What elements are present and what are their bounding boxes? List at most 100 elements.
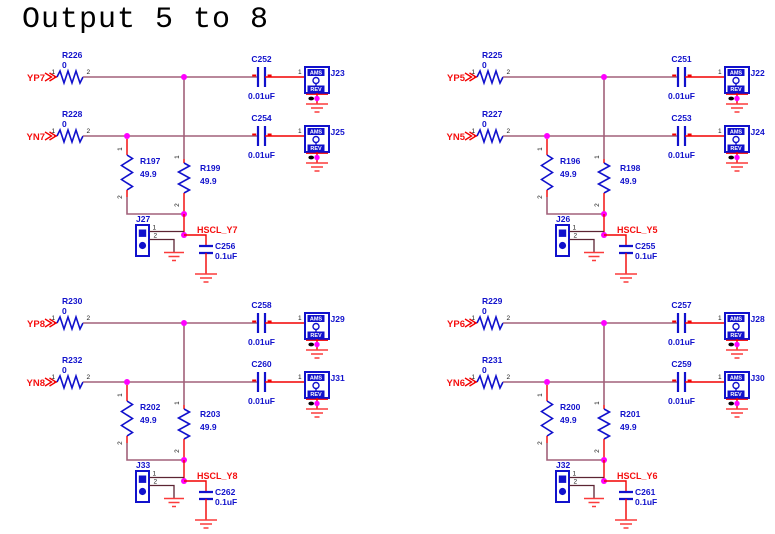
pin-number-label: 2 <box>154 233 158 240</box>
resistor-value-label: 0 <box>482 60 487 70</box>
cap-pin-mark <box>267 133 272 136</box>
resistor-ref-label: R197 <box>140 156 161 166</box>
net-label: HSCL_Y7 <box>197 225 238 235</box>
ground-icon <box>195 519 217 529</box>
resistor-value-label: 49.9 <box>560 169 577 179</box>
pin-number-label: 1 <box>472 374 476 381</box>
ground-icon <box>726 349 748 359</box>
connector-symbol: AMS REV J28 <box>724 312 765 359</box>
pin-number-label: 1 <box>174 401 181 405</box>
cap-value-label: 0.01uF <box>668 91 695 101</box>
connector-ams-label: AMS <box>310 71 323 77</box>
resistor-value-label: 0 <box>482 119 487 129</box>
connector-pin2-pad <box>728 401 734 406</box>
jumper-pin2-wire <box>569 484 595 499</box>
resistor-ref-label: R226 <box>62 50 83 60</box>
jumper-pin2-pad <box>558 241 567 250</box>
connector-bottom-bar <box>307 390 325 398</box>
jumper-symbol: J33 1 2 <box>135 460 184 508</box>
connector-bottom-bar <box>727 144 745 152</box>
wire-segment <box>604 234 627 246</box>
connector-ams-label: AMS <box>310 376 323 382</box>
signal-row: YN7 1 R228 0 2 C254 0.01uF 1 AMS R <box>27 109 345 172</box>
resistor-value-label: 0 <box>62 306 67 316</box>
cap-ref-label: C254 <box>251 113 272 123</box>
wire-segment <box>126 443 184 461</box>
cap-value-label: 0.01uF <box>668 396 695 406</box>
pin-number-label: 2 <box>507 69 511 76</box>
port-label: YP5 <box>447 73 466 84</box>
signal-row: YN8 1 R232 0 2 C260 0.01uF 1 AMS R <box>27 355 345 418</box>
cap-pin-mark <box>267 320 272 323</box>
series-resistor-symbol <box>56 127 84 145</box>
resistor-value-label: 0 <box>62 60 67 70</box>
resistor-ref-label: R200 <box>560 402 581 412</box>
pin-number-label: 2 <box>87 315 91 322</box>
port-label: YN5 <box>447 132 466 143</box>
wire-segment <box>184 234 207 246</box>
junction-dot <box>181 320 187 326</box>
jumper-pin2-wire <box>149 238 175 253</box>
connector-ams-label: AMS <box>310 317 323 323</box>
connector-symbol: AMS REV J24 <box>724 125 765 172</box>
junction-dot <box>734 95 740 102</box>
pin-number-label: 1 <box>52 374 56 381</box>
connector-pin2-pad <box>308 401 315 406</box>
cap-ref-label: C255 <box>635 241 656 251</box>
connector-bottom-bar <box>727 85 745 93</box>
ground-icon <box>726 103 748 113</box>
jumper-symbol: J26 1 2 <box>555 214 604 262</box>
pin-number-label: 1 <box>52 315 56 322</box>
bypass-cap-symbol <box>199 490 213 501</box>
term-resistor-left-symbol <box>120 154 134 191</box>
connector-ams-label: AMS <box>730 130 743 136</box>
series-resistor-symbol <box>476 127 504 145</box>
signal-row: YP7 1 R226 0 2 C252 0.01uF 1 AMS R <box>27 50 345 113</box>
row-slot-top: YP5 1 R225 0 2 C251 0.01uF 1 AMS R <box>447 50 765 113</box>
resistor-value-label: 49.9 <box>560 415 577 425</box>
connector-symbol: AMS REV J29 <box>304 312 345 359</box>
cap-pin-mark <box>672 379 677 382</box>
ground-icon <box>306 162 328 172</box>
connector-top-bar <box>727 374 745 381</box>
pin-number-label: 1 <box>298 315 302 322</box>
jumper-symbol: J27 1 2 <box>135 214 184 262</box>
jumper-pin2-pad <box>138 241 147 250</box>
ground-icon <box>584 497 604 508</box>
cap-pin-mark <box>267 74 272 77</box>
cap-value-label: 0.01uF <box>248 150 275 160</box>
cap-value-label: 0.01uF <box>248 396 275 406</box>
jumper-pin1-pad <box>558 229 567 237</box>
connector-top-bar <box>307 128 325 135</box>
jumper-pin2-pad <box>558 487 567 496</box>
ground-icon <box>615 519 637 529</box>
connector-ams-label: AMS <box>310 130 323 136</box>
wire-segment <box>546 443 604 461</box>
cap-ref-label: C252 <box>251 54 272 64</box>
ground-icon <box>584 251 604 262</box>
pin-number-label: 1 <box>718 315 722 322</box>
schematic-quadrant-output-7: YP7 1 R226 0 2 C252 0.01uF 1 AMS R <box>27 50 345 283</box>
pin-number-label: 2 <box>174 203 181 207</box>
cap-value-label: 0.01uF <box>248 91 275 101</box>
resistor-ref-label: R229 <box>482 296 503 306</box>
bypass-cap-symbol <box>199 244 213 255</box>
pin-number-label: 2 <box>574 479 578 486</box>
coupling-cap-symbol <box>256 67 267 87</box>
row-slot-top: YP8 1 R230 0 2 C258 0.01uF 1 AMS R <box>27 296 345 359</box>
resistor-ref-label: R232 <box>62 355 83 365</box>
resistor-ref-label: R227 <box>482 109 503 119</box>
schematic-quadrant-output-5: YP5 1 R225 0 2 C251 0.01uF 1 AMS R <box>447 50 765 283</box>
jumper-symbol: J32 1 2 <box>555 460 604 508</box>
connector-symbol: AMS REV J23 <box>304 66 345 113</box>
coupling-cap-symbol <box>256 126 267 146</box>
pin-number-label: 1 <box>573 471 577 478</box>
row-slot-top: YP7 1 R226 0 2 C252 0.01uF 1 AMS R <box>27 50 345 113</box>
resistor-value-label: 49.9 <box>200 422 217 432</box>
pin-number-label: 1 <box>472 128 476 135</box>
connector-top-bar <box>307 315 325 322</box>
signal-row: YP6 1 R229 0 2 C257 0.01uF 1 AMS R <box>447 296 765 359</box>
junction-dot <box>734 154 740 161</box>
